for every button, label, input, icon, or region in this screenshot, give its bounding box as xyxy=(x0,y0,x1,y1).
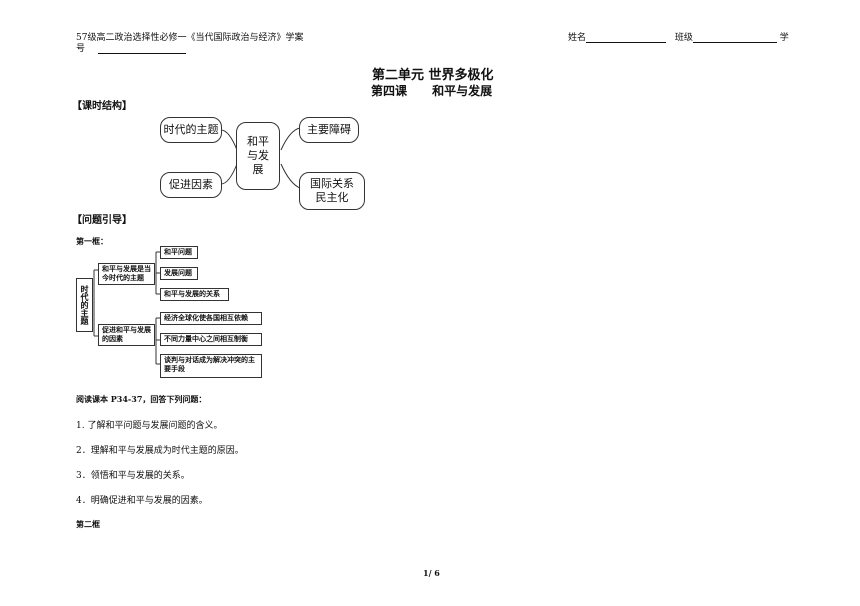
frame1-item-balance-label: 不同力量中心之间相互制衡 xyxy=(164,335,248,343)
frame1-item-development-label: 发展问题 xyxy=(164,269,192,277)
header-course-title: 57级高二政治选择性必修一《当代国际政治与经济》学案 xyxy=(76,33,304,43)
frame1-label: 第一框： xyxy=(76,236,108,246)
unit-title: 第二单元 世界多极化 xyxy=(372,68,494,83)
frame1-item-relationship: 和平与发展的关系 xyxy=(160,288,229,301)
header-number-field: 号 xyxy=(76,41,186,54)
frame1-branch1-label: 和平与发展是当今时代的主题 xyxy=(102,265,151,282)
reading-prompt: 阅读课本 P34-37，回答下列问题： xyxy=(76,394,207,404)
structure-node-promoting-factors: 促进因素 xyxy=(160,172,222,198)
question-1: 1. 了解和平问题与发展问题的含义。 xyxy=(76,421,223,431)
frame1-item-balance: 不同力量中心之间相互制衡 xyxy=(160,333,262,346)
structure-node-era-theme: 时代的主题 xyxy=(160,117,222,143)
frame1-item-relationship-label: 和平与发展的关系 xyxy=(164,290,220,298)
structure-node-main-obstacles: 主要障碍 xyxy=(299,117,359,143)
header-name-class: 姓名 班级 学 xyxy=(568,30,789,43)
header-xue: 学 xyxy=(779,33,789,43)
structure-node-main-obstacles-label: 主要障碍 xyxy=(307,123,351,136)
frame1-root-label: 时代的主题 xyxy=(80,285,89,325)
class-label: 班级 xyxy=(674,33,693,43)
section-structure-heading: 【课时结构】 xyxy=(72,101,132,112)
structure-node-democratization-label: 国际关系民主化 xyxy=(310,177,354,204)
structure-node-center: 和平与发展 xyxy=(236,122,280,190)
frame1-item-globalization: 经济全球化使各国相互依赖 xyxy=(160,312,262,325)
frame2-label: 第二框 xyxy=(76,519,100,529)
frame1-item-development: 发展问题 xyxy=(160,267,198,280)
frame1-item-peace-label: 和平问题 xyxy=(164,248,192,256)
question-3: 3．领悟和平与发展的关系。 xyxy=(76,471,190,481)
section-questions-heading: 【问题引导】 xyxy=(72,215,132,226)
frame1-item-peace: 和平问题 xyxy=(160,246,198,259)
class-blank[interactable] xyxy=(692,33,777,43)
frame1-item-globalization-label: 经济全球化使各国相互依赖 xyxy=(164,314,248,322)
question-2: 2．理解和平与发展成为时代主题的原因。 xyxy=(76,446,244,456)
name-label: 姓名 xyxy=(568,33,587,43)
header-number-label: 号 xyxy=(76,44,86,54)
structure-node-center-label: 和平与发展 xyxy=(247,135,269,176)
structure-node-promoting-factors-label: 促进因素 xyxy=(169,178,213,191)
question-4: 4．明确促进和平与发展的因素。 xyxy=(76,496,208,506)
structure-node-democratization: 国际关系民主化 xyxy=(299,172,365,210)
name-blank[interactable] xyxy=(586,33,667,43)
frame1-item-negotiation-label: 谈判与对话成为解决冲突的主要手段 xyxy=(164,356,255,373)
lesson-title: 第四课 和平与发展 xyxy=(371,84,493,98)
page-number: 1/ 6 xyxy=(423,568,440,578)
number-blank[interactable] xyxy=(97,44,186,54)
frame1-root: 时代的主题 xyxy=(76,278,93,332)
frame1-item-negotiation: 谈判与对话成为解决冲突的主要手段 xyxy=(160,354,262,378)
frame1-branch2: 促进和平与发展的因素 xyxy=(98,324,155,346)
frame1-branch2-label: 促进和平与发展的因素 xyxy=(102,326,151,343)
structure-node-era-theme-label: 时代的主题 xyxy=(163,123,219,136)
frame1-branch1: 和平与发展是当今时代的主题 xyxy=(98,263,155,285)
